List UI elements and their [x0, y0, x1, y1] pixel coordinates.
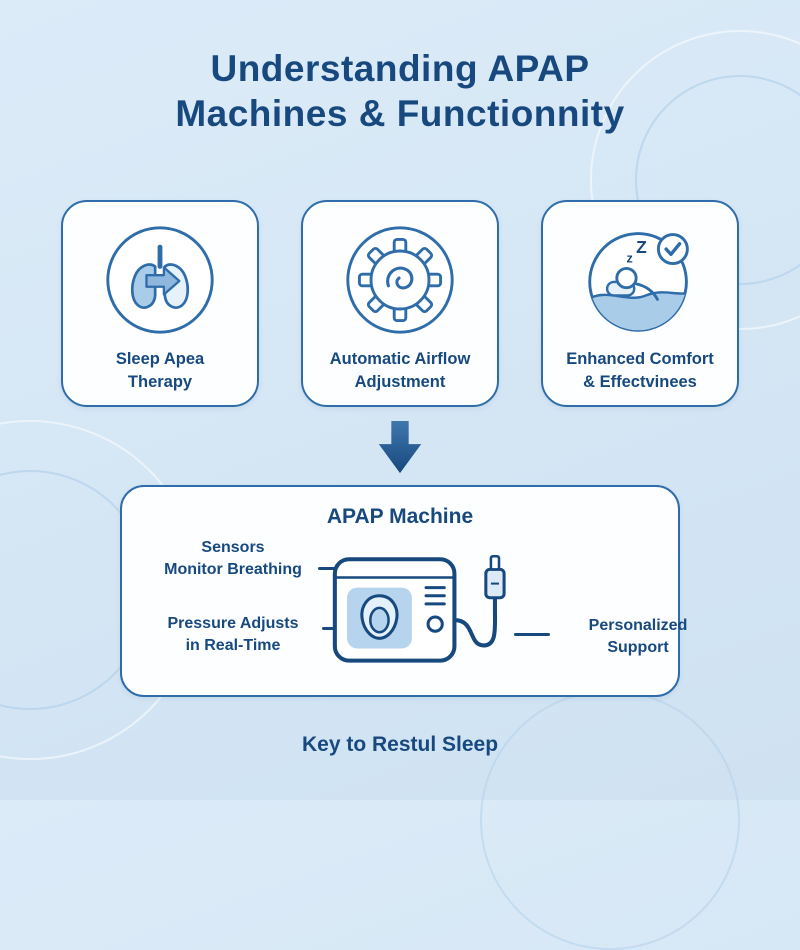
page-title: Understanding APAP Machines & Functionni… — [175, 48, 625, 135]
callout-support: Personalized Support — [588, 617, 688, 656]
apap-machine-panel: APAP Machine Sensors Monitor Breathing P… — [120, 485, 687, 698]
lungs-icon — [102, 222, 218, 338]
callout-line — [514, 633, 550, 636]
feature-cards: Sleep Apea Therapy — [0, 200, 800, 408]
card-automatic-airflow: Automatic Airflow Adjustment — [301, 200, 499, 408]
apap-machine-illustration — [320, 539, 524, 691]
svg-text:Z: Z — [636, 237, 647, 257]
down-arrow-icon — [0, 421, 800, 475]
machine-title: APAP Machine — [326, 505, 474, 529]
card-label: Sleep Apea Therapy — [115, 350, 205, 391]
callout-pressure: Pressure Adjusts in Real-Time — [167, 615, 299, 654]
gear-airflow-icon — [342, 222, 458, 338]
footer-tagline: Key to Restul Sleep — [301, 733, 499, 757]
callout-sensors: Sensors Monitor Breathing — [164, 539, 302, 578]
card-label: Automatic Airflow Adjustment — [329, 350, 471, 391]
card-enhanced-comfort: z Z Enhanced Comfort & Effectvinees — [541, 200, 739, 408]
card-sleep-apnea-therapy: Sleep Apea Therapy — [61, 200, 259, 408]
sleep-check-icon: z Z — [582, 222, 698, 338]
infographic-page: Understanding APAP Machines & Functionni… — [0, 48, 800, 757]
card-label: Enhanced Comfort & Effectvinees — [566, 350, 714, 391]
svg-text:z: z — [626, 252, 632, 266]
